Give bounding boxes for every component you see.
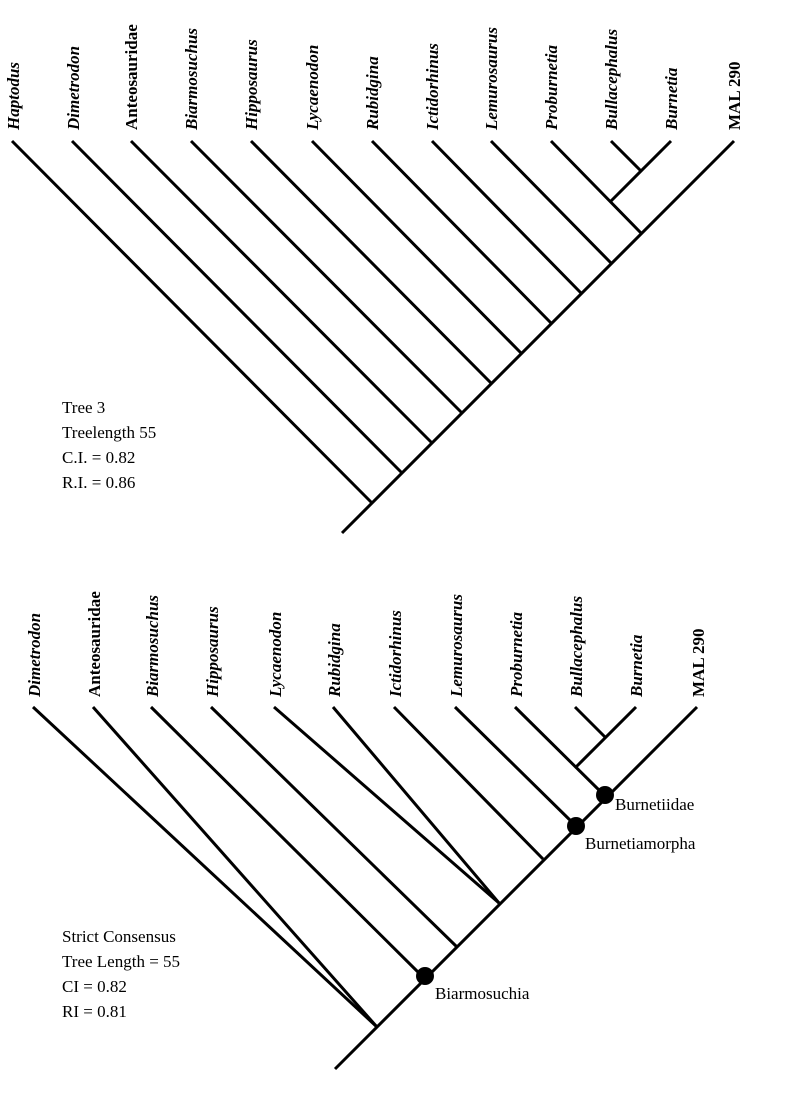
strict-consensus-tree: Biarmosuchia Burnetiamorpha Burnetiidae …	[25, 591, 708, 1071]
tree3-taxon-label: Hipposaurus	[242, 39, 261, 131]
consensus-spine	[333, 705, 699, 1071]
tree3-branch-anteosauridae	[129, 139, 434, 445]
consensus-taxon-label: Lycaenodon	[266, 612, 285, 698]
tree3-taxon-label: Lemurosaurus	[482, 27, 501, 131]
node-biarmosuchia	[416, 967, 434, 985]
tree3-taxon-label: Haptodus	[4, 62, 23, 131]
tree3-branch-rubidgina	[370, 139, 553, 325]
tree3-branch-haptodus	[10, 139, 374, 505]
consensus-branch-hipposaurus	[209, 705, 459, 949]
tree3-taxon-label: Rubidgina	[363, 56, 382, 131]
tree3-branch-burnetia	[609, 139, 673, 203]
consensus-stat-title: Strict Consensus	[62, 927, 176, 946]
consensus-branch-bullacephalus	[573, 705, 607, 739]
consensus-taxon-label: Lemurosaurus	[447, 594, 466, 698]
consensus-taxon-label: MAL 290	[689, 629, 708, 697]
tree3-taxon-label: Burnetia	[662, 67, 681, 131]
clade-label-burnetiidae: Burnetiidae	[615, 795, 694, 814]
tree3-spine	[340, 139, 736, 535]
tree3-stat-ci: C.I. = 0.82	[62, 448, 135, 467]
tree3-branch-ictidorhinus	[430, 139, 583, 295]
consensus-taxon-label: Burnetia	[627, 634, 646, 698]
clade-label-burnetiamorpha: Burnetiamorpha	[585, 834, 696, 853]
consensus-taxon-label: Hipposaurus	[203, 606, 222, 698]
consensus-branch-rubidgina	[331, 706, 501, 904]
tree3-branch-biarmosuchus	[189, 139, 464, 415]
consensus-stat-length: Tree Length = 55	[62, 952, 180, 971]
consensus-branch-burnetia	[574, 705, 638, 769]
consensus-taxon-label: Proburnetia	[507, 611, 526, 698]
consensus-branch-anteosauridae	[91, 706, 379, 1028]
tree3-taxon-label: Biarmosuchus	[182, 28, 201, 131]
consensus-taxon-label: Ictidorhinus	[386, 610, 405, 698]
tree3-branch-lemurosaurus	[489, 139, 613, 265]
tree-3: Haptodus Dimetrodon Anteosauridae Biarmo…	[4, 24, 744, 535]
tree3-stat-length: Treelength 55	[62, 423, 156, 442]
consensus-stat-ri: RI = 0.81	[62, 1002, 127, 1021]
consensus-branch-biarmosuchus	[149, 705, 427, 981]
tree3-branch-bullacephalus	[609, 139, 643, 173]
consensus-taxon-label: Biarmosuchus	[143, 595, 162, 698]
consensus-taxon-label: Anteosauridae	[85, 591, 104, 697]
consensus-branch-dimetrodon	[31, 705, 379, 1029]
consensus-branch-proburnetia	[513, 705, 607, 798]
consensus-branch-ictidorhinus	[392, 705, 545, 861]
clade-label-biarmosuchia: Biarmosuchia	[435, 984, 530, 1003]
tree3-taxon-label: Ictidorhinus	[423, 43, 442, 131]
tree3-stat-ri: R.I. = 0.86	[62, 473, 135, 492]
tree3-branch-dimetrodon	[70, 139, 404, 475]
tree3-taxon-label: Anteosauridae	[122, 24, 141, 130]
tree3-branch-lycaenodon	[310, 139, 523, 355]
tree3-stat-title: Tree 3	[62, 398, 105, 417]
tree3-taxon-label: Dimetrodon	[64, 46, 83, 131]
consensus-branch-lemurosaurus	[453, 705, 578, 828]
consensus-taxon-label: Rubidgina	[325, 623, 344, 698]
tree3-taxon-label: MAL 290	[725, 62, 744, 130]
tree3-taxon-label: Proburnetia	[542, 44, 561, 131]
consensus-taxon-label: Dimetrodon	[25, 613, 44, 698]
tree3-branch-proburnetia-clade	[549, 139, 643, 235]
node-burnetiidae	[596, 786, 614, 804]
tree3-branch-hipposaurus	[249, 139, 493, 385]
consensus-taxon-label: Bullacephalus	[567, 596, 586, 698]
node-burnetiamorpha	[567, 817, 585, 835]
consensus-stat-ci: CI = 0.82	[62, 977, 127, 996]
tree3-taxon-label: Bullacephalus	[602, 29, 621, 131]
consensus-branch-lycaenodon	[273, 705, 500, 905]
tree3-taxon-label: Lycaenodon	[303, 45, 322, 131]
